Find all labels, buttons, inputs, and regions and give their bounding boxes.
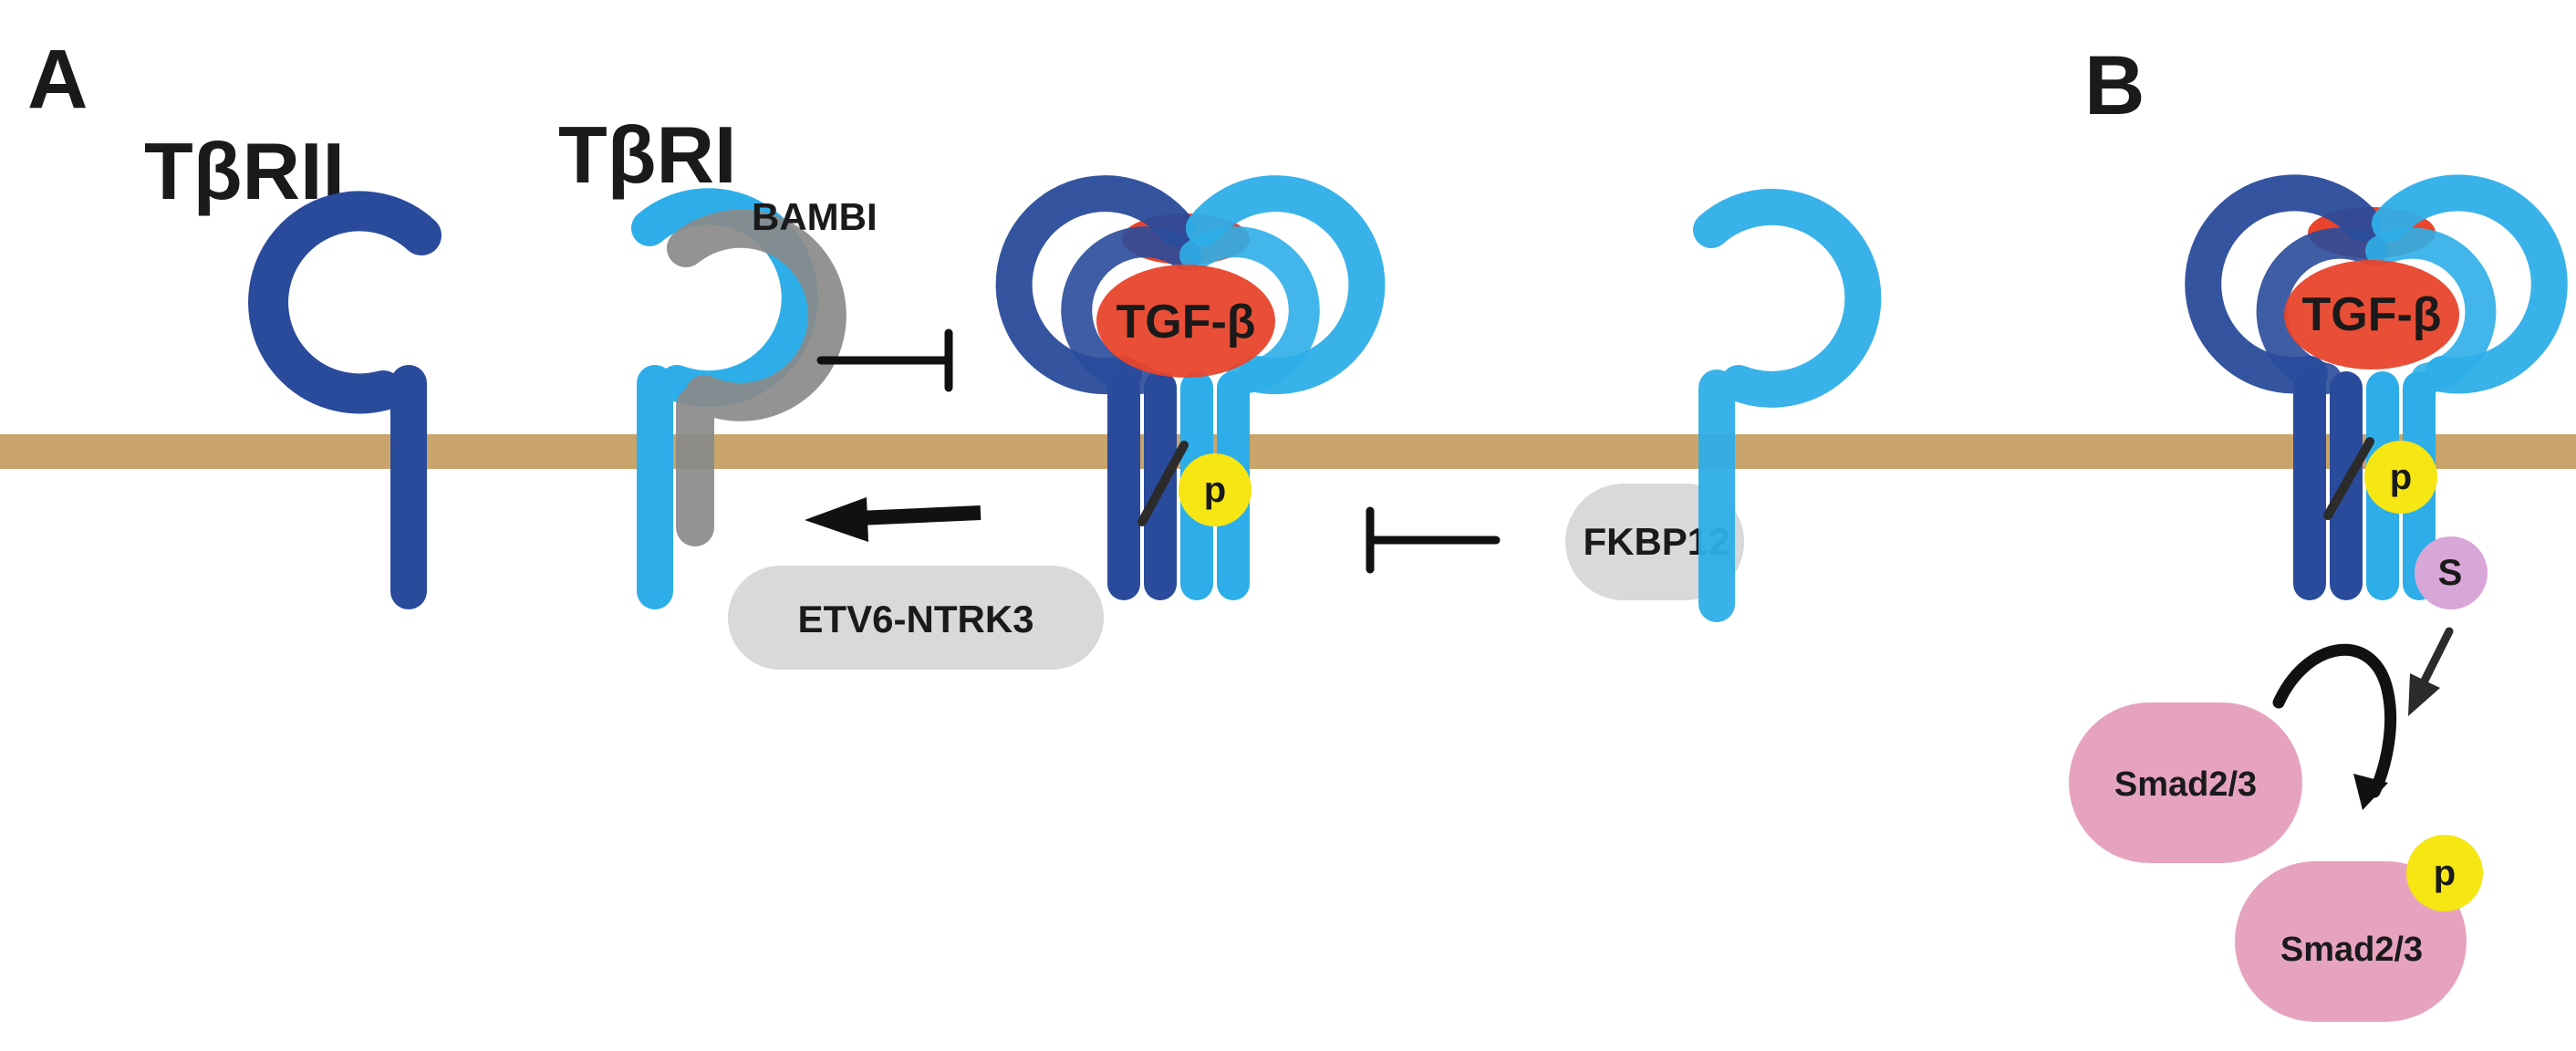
tgf-beta-ligand-b — [2284, 260, 2459, 369]
smad-phospho-label: p — [2434, 853, 2456, 893]
phospho-label-a: p — [1204, 470, 1226, 510]
phospho-arrow-a — [1137, 441, 1189, 526]
tgf-beta-ligand-a — [1096, 265, 1275, 378]
tbrii-receptor — [248, 191, 441, 609]
smad23-unphosphorylated: Smad2/3 — [2069, 702, 2302, 863]
phospho-label-b: p — [2390, 457, 2412, 497]
bambi-protein — [667, 209, 847, 546]
serine-label: S — [2438, 553, 2463, 593]
active-receptor-complex-b: TGF-β p S — [2185, 174, 2568, 609]
inhibition-symbol-fkbp12 — [1366, 506, 1501, 574]
panel-label-b: B — [2084, 39, 2145, 132]
tbrii-label: TβRII — [144, 126, 345, 216]
tbri-receptor-fkbp12 — [1693, 188, 1882, 622]
serine-site — [2415, 536, 2488, 609]
bambi-label: BAMBI — [752, 195, 878, 238]
etv6-ntrk3-protein: ETV6-NTRK3 — [728, 566, 1104, 670]
smad23-bottom-label: Smad2/3 — [2280, 931, 2423, 969]
smad23-top-label: Smad2/3 — [2114, 765, 2257, 804]
tgf-beta-label-b: TGF-β — [2301, 288, 2441, 341]
smad-phospho-circle — [2406, 835, 2483, 911]
serine-arrow — [2408, 627, 2454, 716]
tbri-label: TβRI — [558, 109, 736, 200]
smad-curved-arrow — [2272, 643, 2397, 810]
phospho-arrow-b — [2323, 437, 2374, 520]
tgf-beta-label-a: TGF-β — [1116, 296, 1255, 349]
active-receptor-complex-a: TGF-β p — [995, 175, 1386, 600]
cell-membrane — [0, 434, 2576, 469]
etv6-arrow — [805, 497, 982, 542]
etv6-ntrk3-label: ETV6-NTRK3 — [797, 598, 1034, 640]
panel-label-a: A — [27, 33, 88, 126]
phospho-circle-a — [1179, 453, 1252, 526]
phospho-circle-b — [2364, 441, 2437, 514]
smad23-phosphorylated: Smad2/3 p — [2235, 835, 2483, 1022]
inhibition-symbol-bambi — [816, 328, 953, 392]
